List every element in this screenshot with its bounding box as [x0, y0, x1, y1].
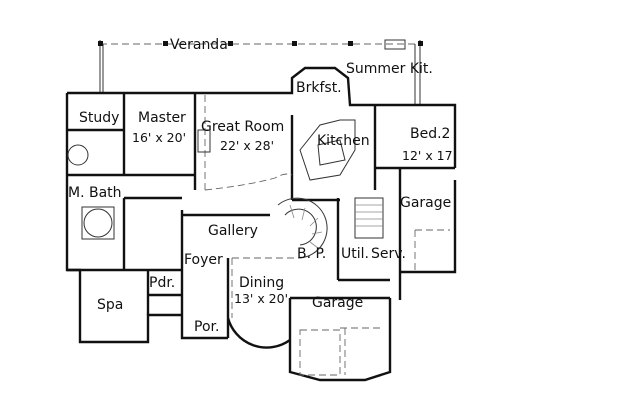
- service-stair: [354, 197, 384, 239]
- room-label-kitchen: Kitchen: [317, 133, 370, 149]
- spiral-stair: [277, 197, 328, 259]
- bath-fixtures: [67, 144, 115, 240]
- room-label-porch: Por.: [194, 319, 220, 335]
- room-label-master-bath: M. Bath: [68, 185, 122, 201]
- room-label-study: Study: [79, 110, 120, 126]
- fireplace: [197, 129, 211, 153]
- room-label-powder: Pdr.: [149, 275, 176, 291]
- room-label-spa: Spa: [97, 297, 124, 313]
- room-label-great-room: Great Room: [201, 119, 285, 135]
- room-label-foyer: Foyer: [184, 252, 223, 268]
- veranda-outline: [98, 39, 423, 105]
- room-label-summer-kitchen: Summer Kit.: [346, 61, 433, 77]
- room-label-garage-south: Garage: [312, 295, 364, 311]
- interior-walls: [67, 93, 455, 338]
- room-label-utility: Util.: [341, 246, 369, 262]
- room-label-master: Master: [138, 110, 186, 126]
- room-label-dining: Dining: [239, 275, 285, 291]
- room-dims-master: 16' x 20': [132, 130, 187, 145]
- kitchen-counters: [299, 119, 356, 181]
- room-dims-dining: 13' x 20': [234, 291, 289, 306]
- room-label-butler-pantry: B. P.: [297, 246, 327, 262]
- room-dims-great-room: 22' x 28': [220, 138, 275, 153]
- room-label-service: Serv.: [371, 246, 406, 262]
- room-label-veranda: Veranda: [170, 37, 228, 53]
- room-dims-bed2: 12' x 17: [402, 148, 453, 163]
- garage-stall: [299, 329, 341, 376]
- room-label-gallery: Gallery: [208, 223, 258, 239]
- room-label-breakfast: Brkfst.: [296, 80, 342, 96]
- room-label-bed2: Bed.2: [410, 126, 451, 142]
- opening-lines: [204, 95, 450, 375]
- room-label-garage-east: Garage: [400, 195, 452, 211]
